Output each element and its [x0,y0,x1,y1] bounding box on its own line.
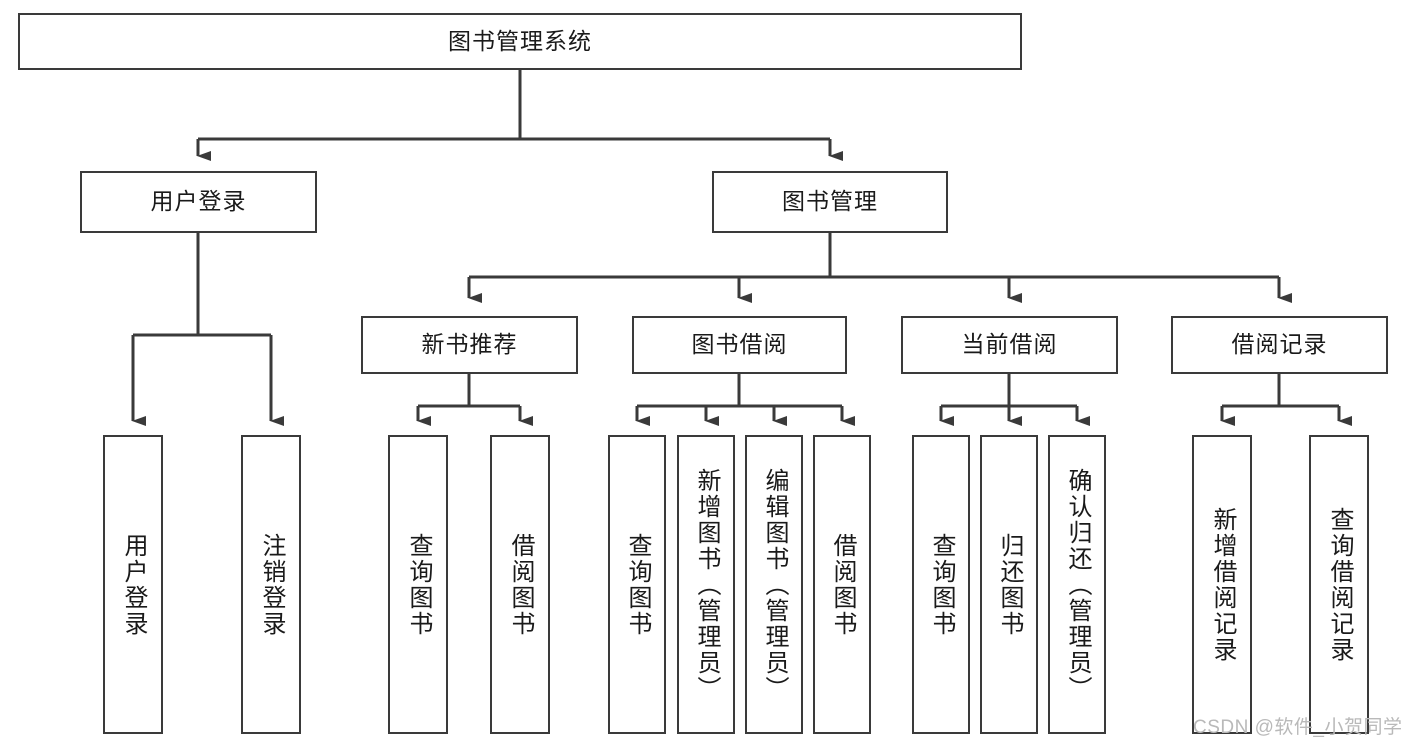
node-leaf-user-logout-label: 注销登录 [257,532,285,637]
node-user-login-label: 用户登录 [150,188,247,215]
node-leaf-borrow-book-2-label: 借阅图书 [828,532,856,637]
node-leaf-add-record-label: 新增借阅记录 [1208,506,1236,663]
node-leaf-add-record[interactable]: 新增借阅记录 [1192,435,1252,734]
node-leaf-borrow-book-2[interactable]: 借阅图书 [813,435,871,734]
node-leaf-edit-book-label: 编辑图书（管理员） [760,467,788,702]
node-leaf-query-book-2-label: 查询图书 [623,532,651,637]
node-current-borrow[interactable]: 当前借阅 [901,316,1118,374]
node-leaf-query-book-1-label: 查询图书 [404,532,432,637]
node-borrow-record[interactable]: 借阅记录 [1171,316,1388,374]
node-leaf-confirm-return-label: 确认归还（管理员） [1063,467,1091,702]
node-leaf-add-book-label: 新增图书（管理员） [692,467,720,702]
node-book-manage[interactable]: 图书管理 [712,171,948,233]
node-book-manage-label: 图书管理 [782,188,878,215]
node-book-borrow-label: 图书借阅 [691,331,788,358]
node-leaf-user-login-label: 用户登录 [119,532,147,637]
node-borrow-record-label: 借阅记录 [1231,331,1328,358]
node-new-book-recommend[interactable]: 新书推荐 [361,316,578,374]
node-leaf-user-logout[interactable]: 注销登录 [241,435,301,734]
node-leaf-query-record[interactable]: 查询借阅记录 [1309,435,1369,734]
node-leaf-query-book-1[interactable]: 查询图书 [388,435,448,734]
watermark-text: CSDN @软件_小贺同学 [1193,717,1403,738]
node-leaf-return-book[interactable]: 归还图书 [980,435,1038,734]
node-leaf-user-login[interactable]: 用户登录 [103,435,163,734]
node-root-label: 图书管理系统 [448,27,592,54]
node-leaf-add-book[interactable]: 新增图书（管理员） [677,435,735,734]
node-book-borrow[interactable]: 图书借阅 [632,316,847,374]
node-leaf-borrow-book-1-label: 借阅图书 [506,532,534,637]
node-new-book-recommend-label: 新书推荐 [421,331,518,358]
node-leaf-edit-book[interactable]: 编辑图书（管理员） [745,435,803,734]
node-leaf-query-book-3-label: 查询图书 [927,532,955,637]
node-leaf-confirm-return[interactable]: 确认归还（管理员） [1048,435,1106,734]
node-user-login[interactable]: 用户登录 [80,171,317,233]
node-leaf-borrow-book-1[interactable]: 借阅图书 [490,435,550,734]
node-leaf-query-book-3[interactable]: 查询图书 [912,435,970,734]
node-leaf-query-record-label: 查询借阅记录 [1325,506,1353,663]
node-root[interactable]: 图书管理系统 [18,13,1022,70]
node-leaf-return-book-label: 归还图书 [995,532,1023,637]
node-current-borrow-label: 当前借阅 [961,331,1058,358]
node-leaf-query-book-2[interactable]: 查询图书 [608,435,666,734]
